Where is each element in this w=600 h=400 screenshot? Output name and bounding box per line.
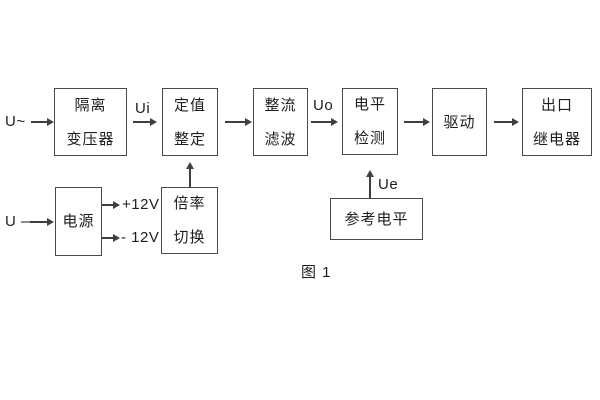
label-ac-input: U~ xyxy=(5,113,26,130)
label-minus-12v: - 12V xyxy=(121,229,160,246)
block-label: 检测 xyxy=(353,130,386,147)
block-label: 整流 xyxy=(264,96,297,114)
arrow-detection-to-driver xyxy=(404,121,424,123)
figure-caption: 图 1 xyxy=(301,264,332,281)
block-label: 滤波 xyxy=(264,130,297,148)
label-ui: Ui xyxy=(135,100,151,117)
arrow-reference-to-detection xyxy=(369,176,371,198)
arrow-dc-input xyxy=(30,221,48,223)
label-plus-12v: +12V xyxy=(122,196,160,213)
label-dc-input: U — xyxy=(5,213,37,230)
block-label: 整定 xyxy=(173,130,206,148)
block-power-supply: 电源 xyxy=(55,187,102,256)
block-label: 倍率 xyxy=(173,195,206,212)
block-label: 参考电平 xyxy=(344,210,409,228)
arrow-setting-to-rectifier xyxy=(225,121,246,123)
block-driver: 驱动 xyxy=(432,88,487,156)
block-label: 切换 xyxy=(173,229,206,246)
block-rectifier-filter: 整流 滤波 xyxy=(253,88,308,156)
block-label: 隔离 xyxy=(74,96,107,114)
block-label: 继电器 xyxy=(532,130,581,148)
label-ue: Ue xyxy=(378,176,399,193)
arrow-driver-to-relay xyxy=(494,121,513,123)
arrow-transformer-to-setting xyxy=(133,121,151,123)
arrow-rectifier-to-detection xyxy=(311,121,332,123)
arrow-multiplier-to-setting xyxy=(189,168,191,187)
block-value-setting: 定值 整定 xyxy=(162,88,218,156)
block-multiplier-switch: 倍率 切换 xyxy=(161,187,218,254)
block-label: 电源 xyxy=(62,213,95,230)
block-label: 驱动 xyxy=(443,113,476,131)
block-label: 电平 xyxy=(353,96,386,113)
block-label: 出口 xyxy=(540,96,573,114)
block-output-relay: 出口 继电器 xyxy=(522,88,592,156)
block-reference-level: 参考电平 xyxy=(330,198,423,240)
arrow-plus-12v xyxy=(102,204,114,206)
block-label: 定值 xyxy=(173,96,206,114)
block-label: 变压器 xyxy=(66,130,115,148)
arrow-ac-input xyxy=(31,121,48,123)
block-level-detection: 电平 检测 xyxy=(342,88,398,155)
block-isolation-transformer: 隔离 变压器 xyxy=(54,88,127,156)
arrow-minus-12v xyxy=(102,237,114,239)
label-uo: Uo xyxy=(313,97,334,114)
